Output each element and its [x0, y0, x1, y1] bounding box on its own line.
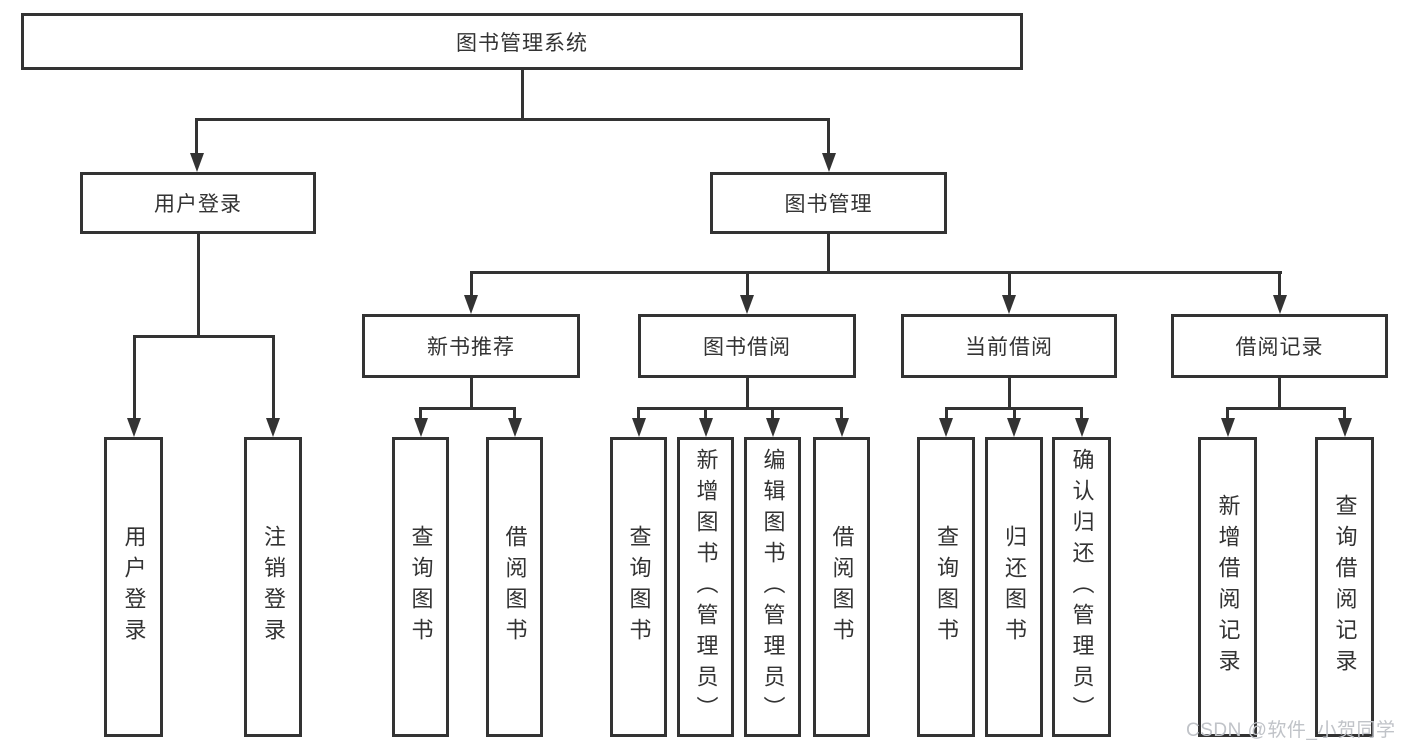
edge-bookmgmt-drop-2 — [745, 271, 749, 297]
edge-userlogin-drop-2 — [271, 335, 275, 419]
edge-newbook-drop-1 — [419, 407, 422, 420]
arrow-down-icon — [939, 418, 953, 437]
leaf-borrow-books-recommend: 借阅图书 — [486, 437, 543, 737]
edge-current-drop-3 — [1080, 407, 1083, 420]
leaf-query-books-recommend-label: 查询图书 — [408, 525, 434, 649]
leaf-borrow-books-borrow: 借阅图书 — [813, 437, 870, 737]
arrow-down-icon — [1002, 295, 1016, 314]
leaf-query-books-recommend: 查询图书 — [392, 437, 449, 737]
edge-userlogin-hbar — [132, 335, 275, 338]
node-borrow-records: 借阅记录 — [1171, 314, 1388, 378]
node-borrow-records-label: 借阅记录 — [1235, 336, 1324, 359]
edge-root-drop-right — [827, 118, 830, 154]
node-library-system-label: 图书管理系统 — [456, 31, 588, 55]
arrow-down-icon — [464, 295, 478, 314]
edge-borrow-drop-4 — [840, 407, 843, 420]
leaf-edit-book-admin: 编辑图书（管理员） — [744, 437, 801, 737]
node-user-login: 用户登录 — [80, 172, 316, 234]
arrow-down-icon — [266, 418, 280, 437]
leaf-confirm-return-admin: 确认归还（管理员） — [1052, 437, 1111, 737]
edge-borrow-stem — [745, 378, 749, 410]
arrow-down-icon — [821, 153, 836, 172]
leaf-logout: 注销登录 — [244, 437, 302, 737]
leaf-user-login: 用户登录 — [104, 437, 163, 737]
leaf-confirm-return-admin-label: 确认归还（管理员） — [1069, 447, 1095, 727]
arrow-down-icon — [1074, 418, 1089, 437]
node-current-borrow: 当前借阅 — [901, 314, 1117, 378]
node-new-book-recommend: 新书推荐 — [362, 314, 580, 378]
arrow-down-icon — [1272, 295, 1287, 314]
edge-records-hbar — [1226, 407, 1346, 410]
leaf-query-borrow-record-label: 查询借阅记录 — [1332, 494, 1358, 680]
watermark: CSDN @软件_小贺同学 — [1186, 720, 1396, 741]
arrow-down-icon — [1337, 418, 1352, 437]
edge-current-drop-2 — [1012, 407, 1016, 420]
leaf-query-books-borrow: 查询图书 — [610, 437, 667, 737]
leaf-return-book-label: 归还图书 — [1002, 525, 1027, 649]
arrow-down-icon — [413, 418, 428, 437]
edge-records-stem — [1278, 378, 1281, 410]
arrow-down-icon — [698, 418, 713, 437]
leaf-user-login-label: 用户登录 — [121, 525, 147, 649]
arrow-down-icon — [127, 418, 141, 437]
edge-current-drop-1 — [944, 407, 948, 420]
edge-root-stem — [520, 70, 524, 120]
node-user-login-label: 用户登录 — [154, 193, 242, 216]
node-book-management-label: 图书管理 — [784, 193, 873, 216]
arrow-down-icon — [631, 418, 646, 437]
leaf-edit-book-admin-label: 编辑图书（管理员） — [760, 447, 786, 727]
leaf-query-books-borrow-label: 查询图书 — [626, 525, 652, 649]
node-book-management: 图书管理 — [710, 172, 947, 234]
edge-records-drop-2 — [1343, 407, 1346, 420]
leaf-query-books-current: 查询图书 — [917, 437, 975, 737]
leaf-borrow-books-borrow-label: 借阅图书 — [829, 525, 855, 649]
edge-borrow-drop-3 — [771, 407, 774, 420]
leaf-query-books-current-label: 查询图书 — [934, 525, 959, 649]
arrow-down-icon — [507, 418, 522, 437]
arrow-down-icon — [189, 153, 204, 172]
edge-userlogin-drop-1 — [132, 335, 136, 419]
node-current-borrow-label: 当前借阅 — [965, 336, 1053, 359]
edge-borrow-drop-1 — [637, 407, 640, 420]
leaf-add-borrow-record: 新增借阅记录 — [1198, 437, 1257, 737]
edge-borrow-hbar — [637, 407, 843, 410]
arrow-down-icon — [1007, 418, 1021, 437]
leaf-borrow-books-recommend-label: 借阅图书 — [502, 525, 528, 649]
edge-userlogin-stem — [196, 234, 200, 337]
edge-bookmgmt-drop-1 — [469, 271, 473, 297]
node-book-borrow: 图书借阅 — [638, 314, 856, 378]
edge-newbook-hbar — [419, 407, 516, 410]
edge-records-drop-1 — [1226, 407, 1229, 420]
edge-root-drop-left — [195, 118, 198, 154]
leaf-return-book: 归还图书 — [985, 437, 1043, 737]
edge-bookmgmt-drop-4 — [1278, 271, 1281, 297]
leaf-logout-label: 注销登录 — [261, 525, 286, 649]
node-new-book-recommend-label: 新书推荐 — [427, 336, 515, 359]
edge-newbook-drop-2 — [513, 407, 516, 420]
arrow-down-icon — [740, 295, 754, 314]
edge-newbook-stem — [469, 378, 473, 410]
leaf-add-book-admin: 新增图书（管理员） — [677, 437, 734, 737]
arrow-down-icon — [834, 418, 849, 437]
edge-borrow-drop-2 — [704, 407, 707, 420]
edge-bookmgmt-stem — [827, 234, 830, 274]
edge-current-stem — [1007, 378, 1011, 410]
node-library-system: 图书管理系统 — [21, 13, 1023, 70]
edge-bookmgmt-drop-3 — [1007, 271, 1011, 297]
arrow-down-icon — [765, 418, 780, 437]
edge-bookmgmt-hbar — [469, 271, 1282, 274]
leaf-add-borrow-record-label: 新增借阅记录 — [1215, 494, 1241, 680]
node-book-borrow-label: 图书借阅 — [703, 336, 791, 359]
arrow-down-icon — [1220, 418, 1235, 437]
edge-root-hbar — [195, 118, 830, 121]
leaf-add-book-admin-label: 新增图书（管理员） — [693, 447, 719, 727]
leaf-query-borrow-record: 查询借阅记录 — [1315, 437, 1374, 737]
